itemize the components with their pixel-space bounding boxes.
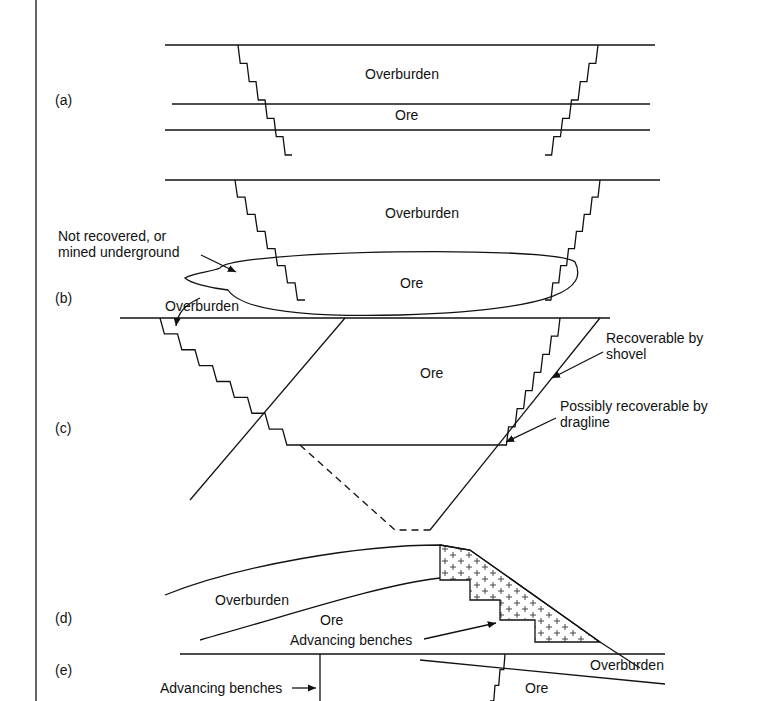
- pit-wall: [490, 654, 505, 701]
- pit-wall: [545, 45, 598, 155]
- callout-note: Possibly recoverable by dragline: [560, 398, 710, 430]
- region-label: Overburden: [385, 205, 459, 221]
- leader-line: [292, 687, 316, 688]
- region-label: Overburden: [590, 657, 664, 673]
- ore-bottom: [165, 129, 650, 130]
- callout-note: Recoverable by shovel: [606, 330, 721, 362]
- pit-wall: [545, 180, 600, 300]
- panel-c: [120, 298, 610, 530]
- pit-wall: [235, 180, 305, 300]
- ore-contact: [190, 318, 345, 500]
- frame: [35, 0, 36, 701]
- leader-line: [201, 255, 236, 272]
- ground-surface: [120, 317, 610, 318]
- ore-contact: [319, 654, 320, 701]
- callout-note: Advancing benches: [160, 680, 282, 696]
- leader-line: [424, 623, 496, 639]
- hill-surface: [165, 545, 640, 668]
- panel-d: [165, 545, 640, 668]
- region-label: Ore: [420, 365, 443, 381]
- frame-line: [35, 0, 36, 701]
- benched-block: [440, 545, 600, 642]
- pit-floor: [300, 444, 500, 445]
- callout-note: Advancing benches: [290, 632, 412, 648]
- panel-b: [165, 180, 660, 315]
- region-label: Ore: [525, 680, 548, 696]
- pit-wall: [160, 318, 300, 445]
- ore-contact: [200, 578, 440, 640]
- panel-letter: (a): [55, 92, 72, 108]
- panel-a: [165, 45, 655, 130]
- region-label: Overburden: [165, 298, 239, 314]
- ore-lens: [185, 252, 578, 316]
- leader-line: [552, 352, 603, 378]
- pit-wall: [500, 318, 560, 445]
- dragline-limit: [300, 445, 430, 530]
- region-label: Ore: [400, 275, 423, 291]
- panel-letter: (d): [55, 610, 72, 626]
- region-label: Overburden: [215, 592, 289, 608]
- ore-top: [172, 103, 650, 104]
- ground-surface: [180, 653, 665, 654]
- pit-walls: [160, 45, 600, 701]
- panel-letter: (b): [55, 290, 72, 306]
- panel-letter: (e): [55, 662, 72, 678]
- region-label: Ore: [320, 612, 343, 628]
- panel-letter: (c): [55, 420, 71, 436]
- ground-surface: [165, 179, 660, 180]
- region-label: Overburden: [365, 66, 439, 82]
- pit-wall: [238, 45, 292, 155]
- leader-line: [506, 418, 556, 442]
- region-label: Ore: [395, 107, 418, 123]
- callout-note: Not recovered, or mined underground: [58, 228, 198, 260]
